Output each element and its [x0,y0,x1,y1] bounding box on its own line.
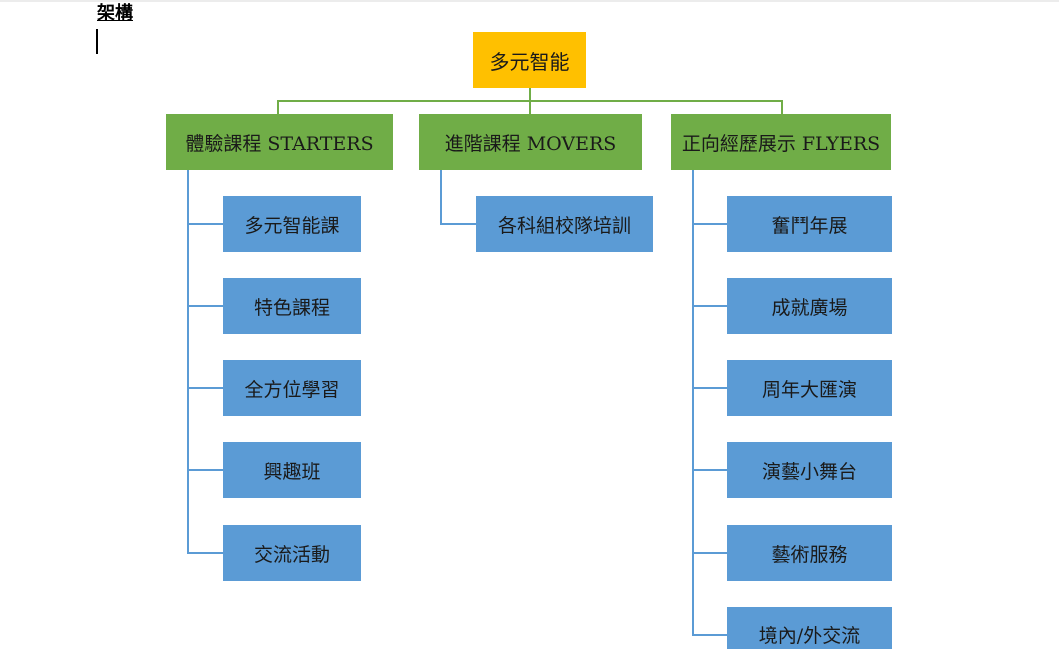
item-starters-4: 興趣班 [223,442,361,498]
item-flyers-1: 奮鬥年展 [727,196,892,252]
item-starters-2: 特色課程 [223,278,361,334]
category-starters: 體驗課程 STARTERS [166,114,393,170]
item-movers-1: 各科組校隊培訓 [476,196,653,252]
text-cursor [96,29,98,54]
root-node: 多元智能 [473,32,586,88]
item-starters-1: 多元智能課 [223,196,361,252]
item-flyers-6: 境內/外交流 [727,607,892,649]
document-heading: 架構 [97,3,133,24]
item-flyers-5: 藝術服務 [727,525,892,581]
top-border [0,0,1059,2]
item-flyers-3: 周年大匯演 [727,360,892,416]
category-movers: 進階課程 MOVERS [419,114,642,170]
item-starters-3: 全方位學習 [223,360,361,416]
item-flyers-4: 演藝小舞台 [727,442,892,498]
item-starters-5: 交流活動 [223,525,361,581]
item-flyers-2: 成就廣場 [727,278,892,334]
category-flyers: 正向經歷展示 FLYERS [671,114,891,170]
